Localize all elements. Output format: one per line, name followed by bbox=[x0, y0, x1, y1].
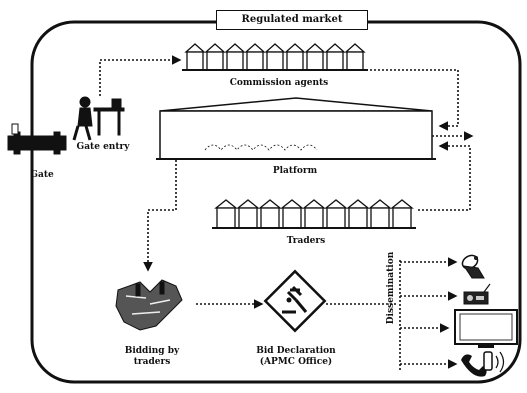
diagram-title: Regulated market bbox=[216, 10, 368, 30]
dissemination-label: Dissemination bbox=[386, 251, 396, 325]
gate-label: Gate bbox=[30, 170, 54, 180]
platform-shed-icon bbox=[156, 97, 436, 160]
handshake-bidding-icon bbox=[115, 279, 183, 331]
warehouse-icon bbox=[182, 43, 368, 71]
bidding-label-line2: traders bbox=[133, 357, 171, 367]
bidding-label-line1: Bidding by bbox=[124, 346, 180, 356]
warehouse-icon bbox=[212, 199, 416, 229]
connector-agents-to-platform bbox=[370, 69, 459, 131]
telephone-icon bbox=[461, 351, 505, 377]
flow-connectors bbox=[99, 55, 474, 370]
connector-platform-to-bidding bbox=[143, 160, 177, 272]
person-at-desk-icon bbox=[72, 96, 125, 141]
bid-declaration-label-line2: (APMC Office) bbox=[259, 357, 333, 367]
monitor-icon bbox=[454, 309, 518, 348]
radio-icon bbox=[463, 283, 491, 305]
bid-declaration-label-line1: Bid Declaration bbox=[256, 346, 336, 356]
gate-icon bbox=[7, 123, 67, 155]
gate-entry-label: Gate entry bbox=[76, 142, 130, 152]
platform-label: Platform bbox=[272, 166, 318, 176]
auction-sign-icon bbox=[263, 269, 327, 333]
market-boundary bbox=[30, 20, 522, 384]
connector-traders-to-platform bbox=[418, 141, 471, 211]
traders-label: Traders bbox=[286, 236, 326, 246]
connector-gate-entry-to-agents bbox=[99, 55, 182, 96]
commission-agents-label: Commission agents bbox=[229, 78, 329, 88]
satellite-dish-icon bbox=[461, 254, 485, 279]
